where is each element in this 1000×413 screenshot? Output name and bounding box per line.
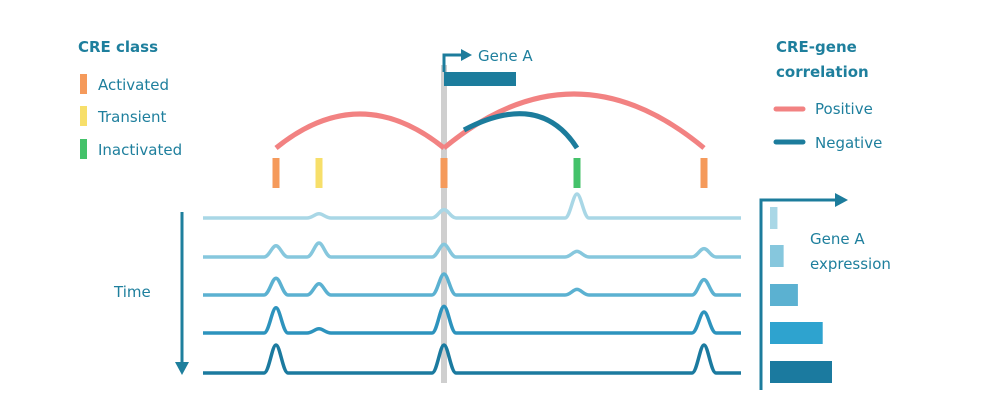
- expression-axis: Gene A expression: [759, 193, 891, 390]
- correlation-legend: CRE-gene correlation Positive Negative: [773, 38, 882, 152]
- accessibility-tracks: [203, 192, 741, 375]
- cre-mark-2: [315, 158, 323, 188]
- expression-bar-4: [770, 322, 823, 344]
- cre-mark-1: [272, 158, 280, 188]
- correlation-title-line1: CRE-gene: [776, 38, 857, 56]
- cre-class-title: CRE class: [78, 38, 158, 56]
- transient-swatch: [80, 106, 87, 126]
- time-axis: Time: [113, 212, 189, 375]
- time-label: Time: [113, 283, 151, 301]
- expression-arrow-head-icon: [835, 193, 848, 207]
- gene-locus-line: [441, 65, 447, 383]
- track-3: [203, 272, 741, 297]
- expression-bar-2: [770, 245, 784, 267]
- cre-marks: [272, 158, 708, 188]
- expression-label-line2: expression: [810, 255, 891, 273]
- tss-arrow-stem: [442, 53, 463, 72]
- cre-mark-4: [573, 158, 581, 188]
- activated-label: Activated: [98, 76, 169, 94]
- track-2: [203, 241, 741, 259]
- expression-bars: [770, 207, 832, 383]
- cre-mark-3: [440, 158, 448, 188]
- expression-bar-5: [770, 361, 832, 383]
- activated-swatch: [80, 74, 87, 94]
- positive-arc-1: [274, 111, 446, 150]
- negative-arc: [462, 111, 580, 150]
- track-5: [203, 343, 741, 375]
- expression-label-line1: Gene A: [810, 230, 865, 248]
- positive-label: Positive: [815, 100, 873, 118]
- gene-a-marker: Gene A: [442, 47, 533, 86]
- expression-bar-3: [770, 284, 798, 306]
- cre-class-legend: CRE class Activated Transient Inactivate…: [78, 38, 182, 159]
- gene-a-body: [444, 72, 516, 86]
- expression-axis-line: [759, 198, 838, 390]
- track-1: [203, 192, 741, 220]
- time-arrow-head-icon: [175, 362, 189, 375]
- inactivated-label: Inactivated: [98, 141, 182, 159]
- expression-bar-1: [770, 207, 778, 229]
- track-4: [203, 304, 741, 335]
- gene-a-label: Gene A: [478, 47, 533, 65]
- inactivated-swatch: [80, 139, 87, 159]
- correlation-title-line2: correlation: [776, 63, 869, 81]
- tss-arrow-head-icon: [461, 49, 472, 61]
- negative-label: Negative: [815, 134, 882, 152]
- cre-mark-5: [700, 158, 708, 188]
- transient-label: Transient: [97, 108, 167, 126]
